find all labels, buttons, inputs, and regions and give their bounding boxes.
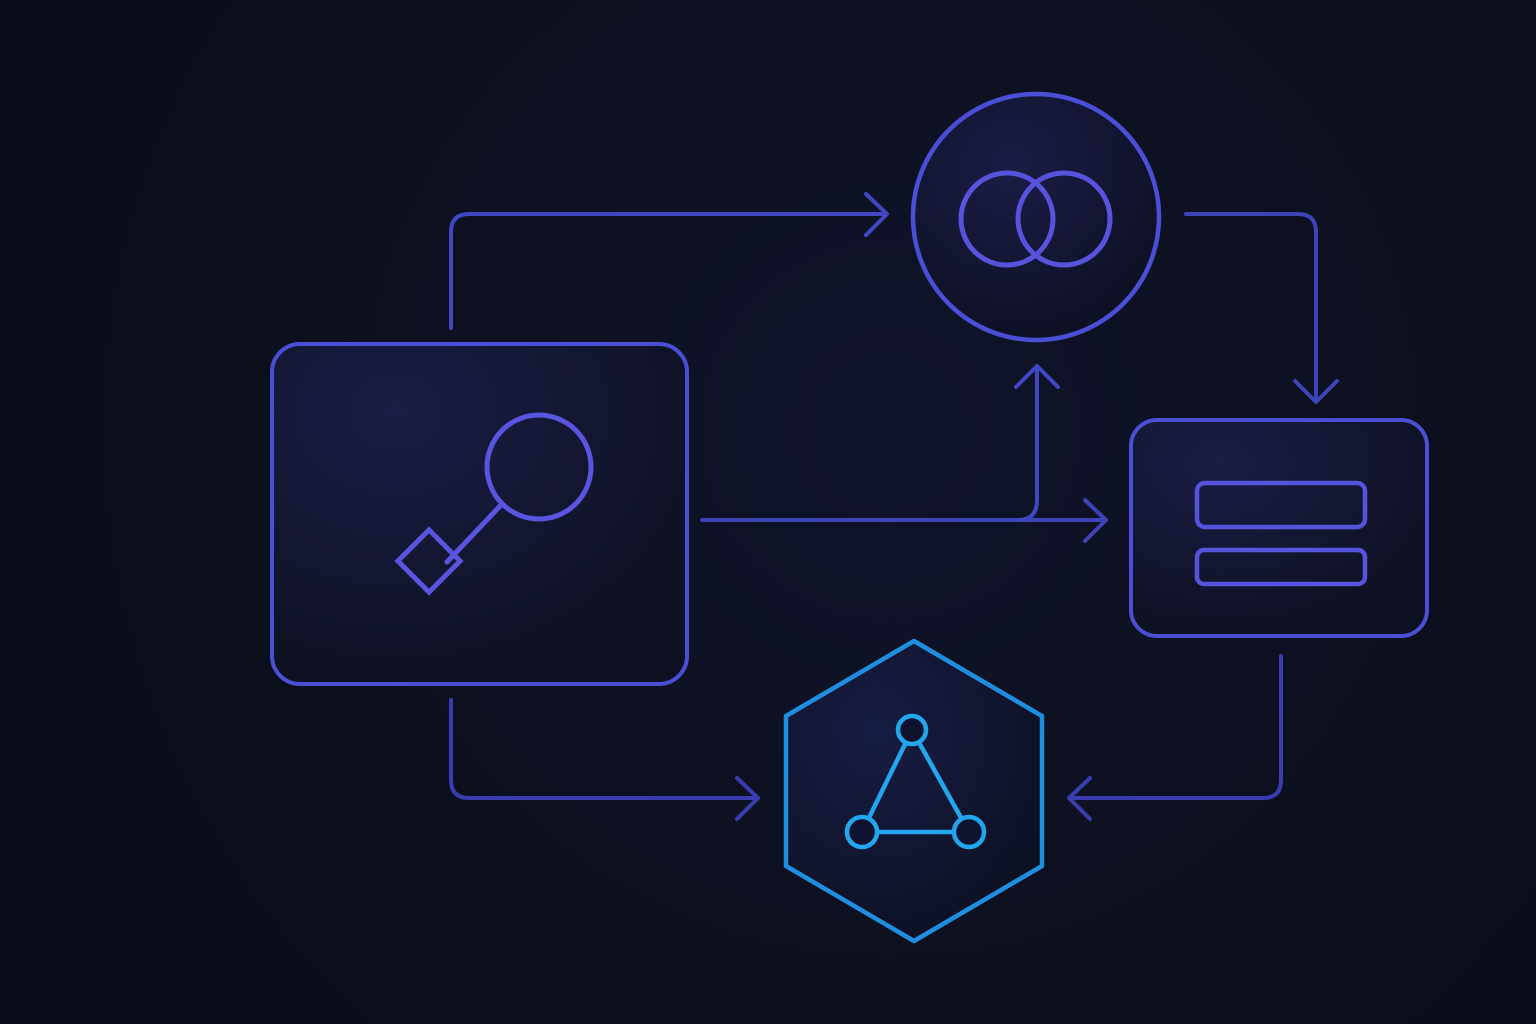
arrowhead-icon: [1293, 379, 1339, 404]
edge-key-to-overlap-top: [449, 192, 889, 330]
triangle-network-icon: [844, 713, 987, 850]
list-node: [1129, 418, 1429, 638]
edge-key-to-network: [449, 698, 760, 821]
overlap-node: [910, 91, 1162, 343]
key-icon: [394, 412, 594, 596]
edge-list-to-network: [1067, 654, 1283, 821]
arrowhead-icon: [864, 192, 889, 237]
arrowhead-icon: [1014, 364, 1060, 389]
key-node: [270, 342, 689, 686]
list-bars-icon: [1194, 480, 1368, 587]
arrowhead-icon: [1067, 776, 1092, 821]
overlapping-rings-icon: [958, 170, 1113, 268]
network-node: [783, 638, 1045, 944]
edge-branch-to-overlap: [1014, 364, 1060, 522]
edge-key-to-list-middle: [700, 498, 1108, 543]
arrowhead-icon: [1083, 498, 1108, 543]
edge-overlap-to-list: [1184, 212, 1339, 404]
arrowhead-icon: [735, 776, 760, 821]
